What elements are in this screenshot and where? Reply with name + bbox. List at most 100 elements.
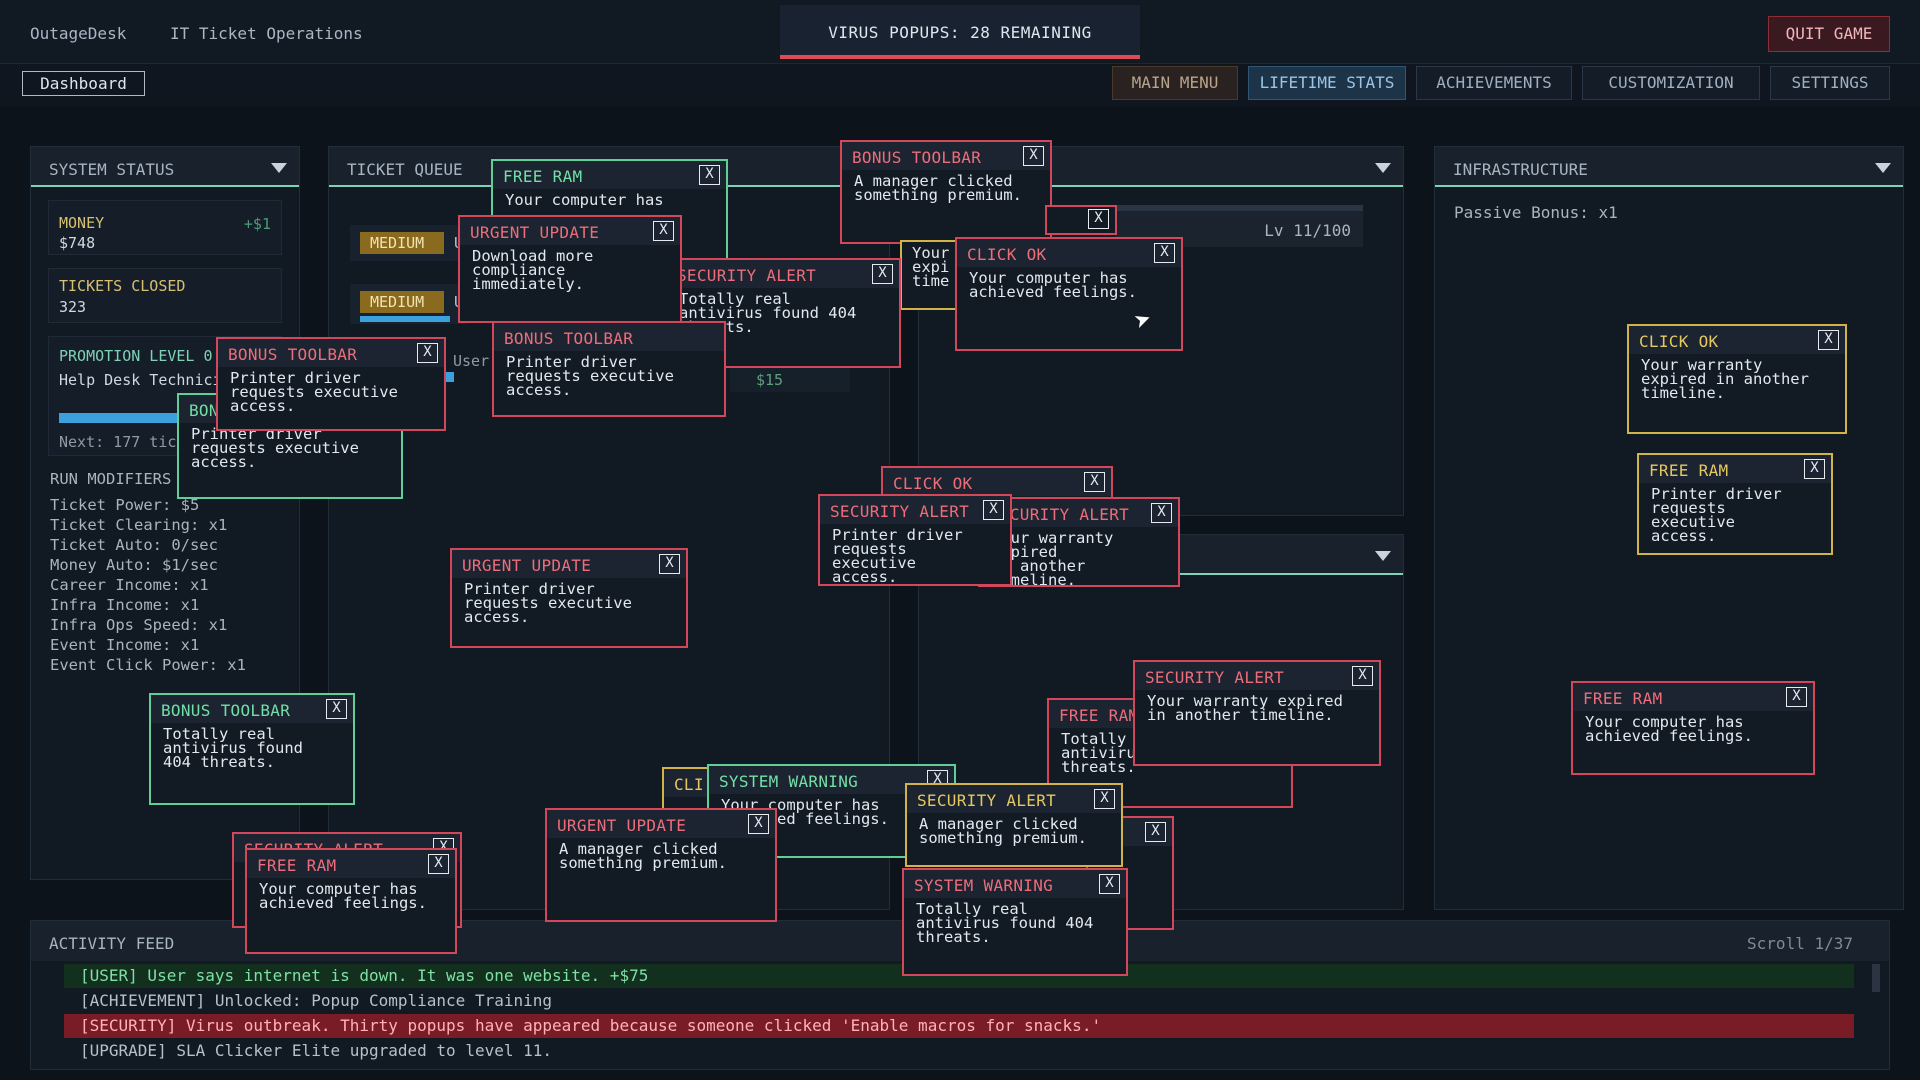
- popup-body: A manager clicked something premium.: [919, 815, 1087, 847]
- popup-body: Your expi time: [912, 244, 950, 290]
- close-icon[interactable]: X: [659, 554, 680, 574]
- promotion-progress-bar: [59, 413, 273, 423]
- close-icon[interactable]: X: [653, 221, 674, 241]
- modifier: Event Income: x1: [50, 636, 200, 654]
- money-box: MONEY +$1 $748: [48, 200, 282, 255]
- close-icon[interactable]: X: [417, 343, 438, 363]
- close-icon[interactable]: X: [1088, 209, 1109, 229]
- close-icon[interactable]: X: [1352, 666, 1373, 686]
- feed-scrollbar[interactable]: [1872, 964, 1880, 992]
- lifetime-stats-button[interactable]: LIFETIME STATS: [1248, 66, 1406, 100]
- close-icon[interactable]: X: [699, 165, 720, 185]
- close-icon[interactable]: X: [983, 500, 1004, 520]
- popup-body: Your computer has achieved feelings.: [1585, 713, 1753, 745]
- modifier: Career Income: x1: [50, 576, 209, 594]
- main-menu-button[interactable]: MAIN MENU: [1112, 66, 1238, 100]
- ticket-progress-bar: [446, 372, 454, 382]
- popup-body: Printer driver requests executive access…: [464, 580, 632, 626]
- popup-body: Printer driver requests executive access…: [506, 353, 674, 399]
- modifier: Money Auto: $1/sec: [50, 556, 218, 574]
- close-icon[interactable]: X: [1145, 822, 1166, 842]
- priority-badge: MEDIUM: [360, 232, 444, 254]
- close-icon[interactable]: X: [1151, 503, 1172, 523]
- popup-title: SECURITY ALERT: [677, 266, 817, 285]
- ticket-row[interactable]: MEDIUM U: [350, 225, 470, 261]
- virus-popup[interactable]: CLICK OK X Your computer has achieved feel…: [955, 237, 1183, 351]
- virus-popup[interactable]: X: [1045, 205, 1117, 235]
- feed-line: [UPGRADE] SLA Clicker Elite upgraded to …: [80, 1041, 553, 1060]
- close-icon[interactable]: X: [1786, 687, 1807, 707]
- passive-bonus: Passive Bonus: x1: [1454, 203, 1618, 222]
- popup-body: Printer driver requests executive access…: [832, 526, 963, 586]
- popup-title: CLICK OK: [1639, 332, 1719, 351]
- popup-body: Your computer has achieved feelings.: [969, 269, 1137, 301]
- popup-body: Your computer has: [505, 191, 664, 209]
- popup-body: Printer driver requests executive access…: [230, 369, 398, 415]
- collapse-chevron-icon[interactable]: [271, 163, 287, 173]
- achievements-button[interactable]: ACHIEVEMENTS: [1416, 66, 1572, 100]
- virus-counter-banner: VIRUS POPUPS: 28 REMAINING: [780, 5, 1140, 59]
- popup-body: Your warranty expired in another timelin…: [1641, 356, 1809, 402]
- popup-title: CLICK OK: [893, 474, 973, 493]
- customization-button[interactable]: CUSTOMIZATION: [1582, 66, 1760, 100]
- close-icon[interactable]: X: [1094, 789, 1115, 809]
- modifier: Ticket Auto: 0/sec: [50, 536, 218, 554]
- money-rate: +$1: [243, 215, 271, 233]
- popup-title: SECURITY ALERT: [917, 791, 1057, 810]
- dashboard-tab[interactable]: Dashboard: [22, 71, 145, 96]
- close-icon[interactable]: X: [872, 264, 893, 284]
- virus-popup[interactable]: BONUS TOOLBAR X Totally real antivirus fou…: [149, 693, 355, 805]
- close-icon[interactable]: X: [428, 854, 449, 874]
- scroll-indicator: Scroll 1/37: [1747, 934, 1853, 953]
- collapse-chevron-icon[interactable]: [1375, 163, 1391, 173]
- close-icon[interactable]: X: [1084, 472, 1105, 492]
- tickets-closed-value: 323: [59, 298, 87, 316]
- close-icon[interactable]: X: [326, 699, 347, 719]
- popup-title: URGENT UPDATE: [462, 556, 592, 575]
- virus-popup[interactable]: URGENT UPDATE X Printer driver requests ex…: [450, 548, 688, 648]
- promotion-label: PROMOTION LEVEL 0: [59, 347, 213, 365]
- popup-body: Totally real antivirus found 404 threats…: [163, 725, 303, 771]
- close-icon[interactable]: X: [748, 814, 769, 834]
- popup-title: SECURITY ALERT: [990, 505, 1130, 524]
- close-icon[interactable]: X: [1023, 146, 1044, 166]
- promotion-next: Next: 177 tickets: [59, 433, 213, 451]
- popup-title: BONUS TOOLBAR: [852, 148, 982, 167]
- panel-title: TICKET QUEUE: [347, 160, 463, 179]
- close-icon[interactable]: X: [1099, 874, 1120, 894]
- popup-body: Printer driver requests executive access…: [191, 425, 359, 471]
- popup-title: BONUS TOOLBAR: [161, 701, 291, 720]
- promotion-role: Help Desk Technician: [59, 371, 240, 389]
- collapse-chevron-icon[interactable]: [1875, 163, 1891, 173]
- tickets-closed-box: TICKETS CLOSED 323: [48, 268, 282, 323]
- close-icon[interactable]: X: [1154, 243, 1175, 263]
- quit-game-button[interactable]: QUIT GAME: [1768, 16, 1890, 52]
- popup-body: Your warranty expired in another timelin…: [1147, 692, 1343, 724]
- popup-body: Totally real antivirus found 404 threats…: [679, 290, 857, 335]
- upgrade-level: Lv 11/100: [1264, 221, 1351, 240]
- modifier: Infra Ops Speed: x1: [50, 616, 228, 634]
- ticket-reward: $15: [730, 368, 850, 392]
- settings-button[interactable]: SETTINGS: [1770, 66, 1890, 100]
- popup-title: CLICK OK: [967, 245, 1047, 264]
- close-icon[interactable]: X: [1804, 459, 1825, 479]
- ticket-row[interactable]: MEDIUM U: [350, 284, 470, 324]
- virus-popup[interactable]: CLICK OK X Your warranty expired in anothe…: [1627, 324, 1847, 434]
- collapse-chevron-icon[interactable]: [1375, 551, 1391, 561]
- app-subtitle: IT Ticket Operations: [170, 24, 363, 43]
- virus-popup[interactable]: SECURITY ALERT X A manager clicked somethi…: [905, 783, 1123, 867]
- popup-body: Totally real antivirus found 404 threats…: [916, 900, 1094, 946]
- close-icon[interactable]: X: [1818, 330, 1839, 350]
- panel-title: SYSTEM STATUS: [49, 160, 175, 179]
